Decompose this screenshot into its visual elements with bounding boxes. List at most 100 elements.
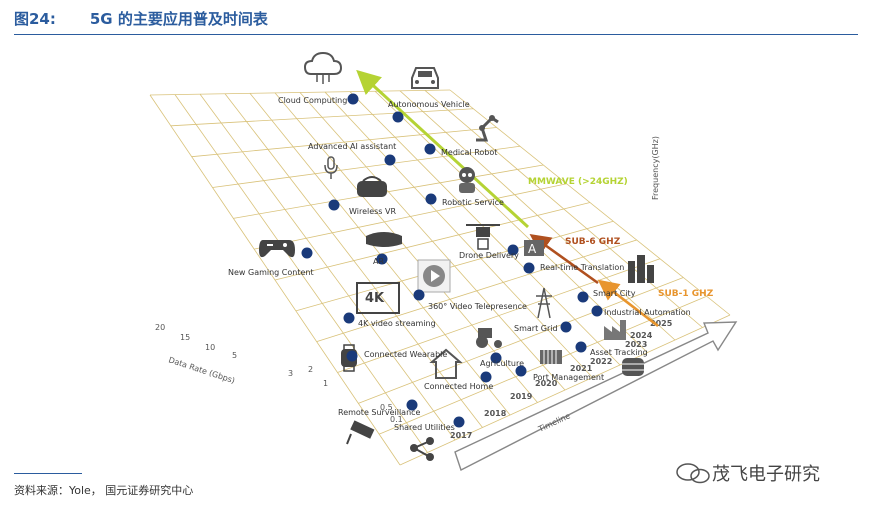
watermark: 茂飞电子研究 (712, 464, 820, 485)
grid-line (316, 239, 637, 343)
footnote-divider (14, 473, 82, 474)
app-label: Connected Home (424, 382, 493, 391)
app-node (591, 305, 603, 317)
data-rate-tick: 3 (288, 369, 293, 378)
robot-icon (459, 167, 475, 193)
data-rate-tick: 1 (323, 379, 328, 388)
microphone-icon (324, 156, 338, 179)
app-node (343, 312, 355, 324)
translate-glyph: A (528, 242, 537, 256)
app-node (453, 416, 465, 428)
home-icon (429, 348, 463, 379)
band-arrows: MMWAVE (>24GHZ) SUB-6 GHZ SUB-1 GHZ (356, 69, 714, 328)
application-nodes: Cloud Computing Autonomous VehicleMedical… (228, 93, 691, 432)
app-node (507, 244, 519, 256)
data-rate-tick: 20 (155, 323, 165, 332)
grid-line (212, 145, 521, 188)
app-node (424, 143, 436, 155)
app-label: Real-time Translation (540, 263, 624, 272)
frequency-axis-label: Frequency(GHz) (651, 136, 660, 200)
app-node (406, 399, 418, 411)
app-node (560, 321, 572, 333)
mmwave-arrow (356, 69, 530, 229)
data-rate-tick: 2 (308, 365, 313, 374)
app-label: Agriculture (480, 359, 524, 368)
year-label: 2017 (450, 431, 472, 440)
wechat-icon (676, 463, 710, 484)
app-node (301, 247, 313, 259)
year-label: 2019 (510, 392, 533, 401)
figure-title: 图24: 5G 的主要应用普及时间表 (14, 8, 268, 29)
app-node (384, 154, 396, 166)
grid-line (191, 127, 497, 158)
translate-icon: A (524, 240, 544, 256)
app-label: Drone Delivery (459, 251, 519, 260)
app-node (346, 350, 358, 362)
app-label: Shared Utilities (394, 423, 455, 432)
app-label: Medical Robot (441, 148, 497, 157)
app-node (515, 365, 527, 377)
data-rate-tick: 5 (232, 351, 237, 360)
app-label: Connected Wearable (364, 350, 447, 359)
gamepad-icon (259, 240, 295, 258)
figure-label: 图24: (14, 10, 56, 28)
vr-headset-icon (357, 176, 387, 197)
data-rate-tick: 0.5 (380, 403, 393, 412)
app-label: Industrial Automation (604, 308, 691, 317)
app-label: Robotic Service (442, 198, 504, 207)
city-icon (628, 255, 654, 283)
app-label: Asset Tracking (590, 348, 648, 357)
sub6-arrow (529, 233, 599, 285)
4k-glyph: 4K (365, 291, 385, 306)
app-label: Port Management (533, 373, 604, 382)
app-node (347, 93, 359, 105)
year-label: 2022 (590, 357, 612, 366)
app-label: Advanced AI assistant (308, 142, 396, 151)
sub1-arrow (597, 279, 659, 328)
app-node (392, 111, 404, 123)
year-label: 2025 (650, 319, 673, 328)
app-node (413, 289, 425, 301)
sub1-label: SUB-1 GHZ (658, 289, 714, 299)
app-node (480, 371, 492, 383)
app-label: 4K video streaming (358, 319, 436, 328)
year-label: 2018 (484, 409, 507, 418)
year-label: 2021 (570, 364, 593, 373)
app-node (376, 253, 388, 265)
data-rate-tick: 15 (180, 333, 190, 342)
grid-line (399, 314, 731, 466)
app-label: Cloud Computing (278, 96, 347, 105)
perspective-grid (149, 89, 731, 466)
4k-icon: 4K (356, 282, 400, 314)
year-labels: 2017 2018 2019 2020 2021 2022 2023 2024 … (450, 319, 673, 440)
app-label: Autonomous Vehicle (388, 100, 470, 109)
app-label: Wireless VR (349, 207, 396, 216)
power-tower-icon (536, 287, 552, 319)
app-node (490, 352, 502, 364)
factory-icon (604, 320, 626, 340)
grid-line (358, 277, 684, 404)
sub6-label: SUB-6 GHZ (565, 237, 621, 247)
app-node (523, 262, 535, 274)
grid-line (233, 164, 544, 219)
grid-line (170, 108, 474, 127)
app-label: Remote Surveillance (338, 408, 421, 417)
grid-line (149, 89, 451, 96)
grid-line (379, 295, 707, 435)
app-node (425, 193, 437, 205)
data-rate-tick: 0.1 (390, 415, 403, 424)
camera-icon (346, 420, 375, 445)
share-icon (410, 437, 434, 461)
grid-line (337, 258, 661, 373)
app-label: 360° Video Telepresence (428, 302, 527, 311)
app-label: AR (373, 257, 384, 266)
app-label: Smart Grid (514, 324, 558, 333)
figure-caption: 5G 的主要应用普及时间表 (89, 10, 268, 28)
ship-icon (622, 358, 644, 376)
cloud-icon (303, 51, 343, 84)
drone-icon (466, 224, 500, 250)
year-label: 2023 (625, 340, 647, 349)
title-divider (14, 34, 858, 35)
app-node (577, 291, 589, 303)
